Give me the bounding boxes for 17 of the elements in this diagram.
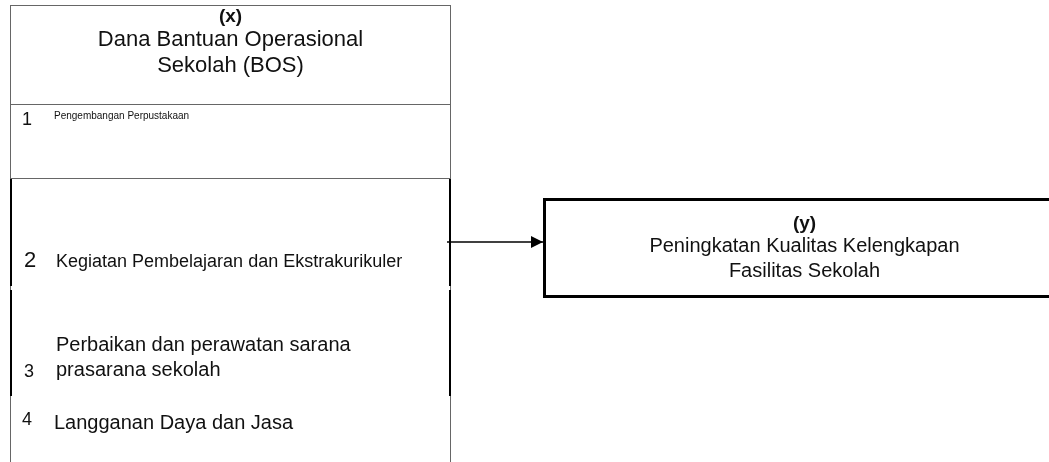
funding-table [10, 5, 451, 462]
table-heading: Dana Bantuan Operasional Sekolah (BOS) [96, 26, 365, 78]
table-row [10, 179, 451, 286]
row-number: 2 [24, 247, 38, 272]
row-text: Perbaikan dan perawatan sarana prasarana sekolah [56, 332, 352, 382]
row-text: Pengembangan Perpustakaan [54, 110, 191, 123]
row-number: 4 [22, 410, 33, 430]
outcome-box [543, 198, 1049, 298]
row-number: 1 [22, 110, 33, 130]
box-text: Peningkatan Kualitas Kelengkapan Fasilitas Sekolah [648, 233, 961, 283]
table-label: (x) [218, 6, 243, 26]
box-label: (y) [792, 213, 817, 233]
row-text: Langganan Daya dan Jasa [54, 410, 295, 435]
table-row [10, 290, 451, 396]
row-number: 3 [24, 362, 35, 382]
arrow [446, 236, 544, 248]
row-text: Kegiatan Pembelajaran dan Ekstrakurikuler [56, 249, 404, 272]
